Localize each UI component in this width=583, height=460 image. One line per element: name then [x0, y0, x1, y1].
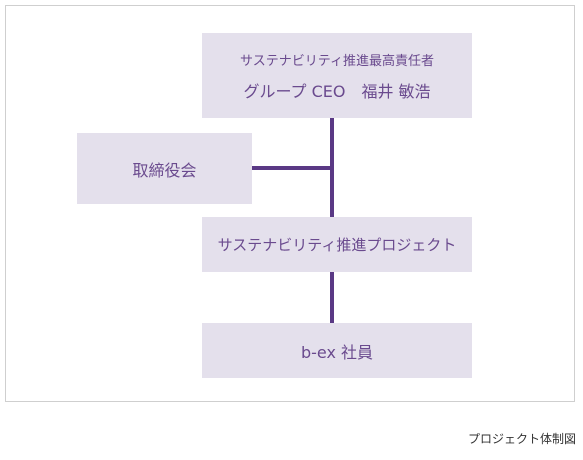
ceo-node: サステナビリティ推進最高責任者 グループ CEO 福井 敏浩: [202, 33, 472, 118]
project-node: サステナビリティ推進プロジェクト: [202, 217, 472, 272]
connector-board-to-trunk: [252, 166, 332, 170]
board-node: 取締役会: [77, 133, 252, 204]
project-label: サステナビリティ推進プロジェクト: [217, 236, 457, 254]
board-label: 取締役会: [132, 160, 197, 180]
ceo-role-label: サステナビリティ推進最高責任者: [240, 53, 434, 69]
connector-ceo-to-project: [330, 118, 334, 217]
figure-caption: プロジェクト体制図: [467, 432, 576, 446]
connector-project-to-employees: [330, 272, 334, 323]
employees-label: b-ex 社員: [300, 342, 374, 362]
ceo-name-label: グループ CEO 福井 敏浩: [243, 81, 431, 101]
employees-node: b-ex 社員: [202, 323, 472, 378]
